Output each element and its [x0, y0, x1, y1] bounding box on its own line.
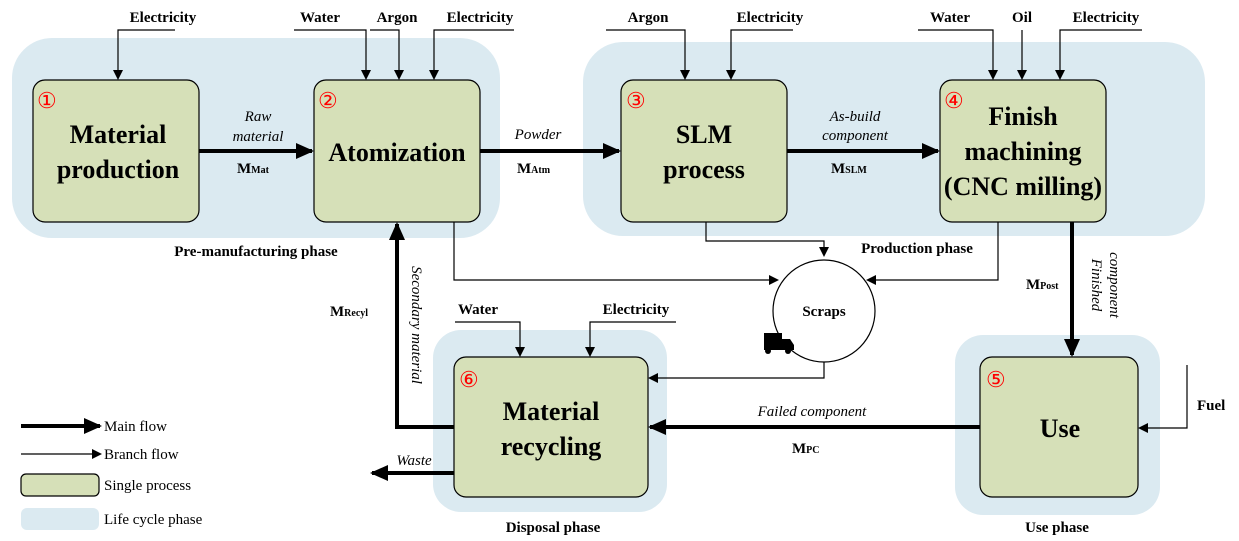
process-box-material-recycling: [453, 356, 649, 498]
phase-label-disposal: Disposal phase: [506, 520, 601, 536]
input-arrow-p4-water: [918, 29, 998, 80]
flow-mass-matm: MAtm: [517, 161, 551, 177]
legend-main-flow-label: Main flow: [104, 419, 167, 435]
input-arrow-p3-electricity: [726, 29, 793, 80]
input-label-p3-electricity: Electricity: [737, 10, 804, 26]
input-arrow-p2-water: [294, 29, 371, 80]
input-label-p6-electricity: Electricity: [603, 302, 670, 318]
flow-mass-mpc: MPC: [792, 441, 820, 457]
phase-label-production: Production phase: [861, 241, 973, 257]
phase-label-pre-manufacturing: Pre-manufacturing phase: [174, 244, 338, 260]
legend-life-cycle-phase-swatch: [21, 508, 99, 530]
legend-branch-flow-label: Branch flow: [104, 447, 179, 463]
flow-label-finished-1: Finished: [1088, 258, 1104, 312]
flow-mass-mmat: MMat: [237, 161, 270, 177]
process-number-4: ④: [944, 88, 964, 113]
scraps-node: [772, 259, 876, 363]
input-arrow-p3-argon: [606, 29, 690, 80]
input-label-p3-argon: Argon: [628, 10, 669, 26]
flow-label-raw-1: Raw: [244, 109, 272, 125]
branch-flow-scraps-recycling: [648, 357, 825, 383]
process-title-slm-l2: process: [663, 155, 745, 184]
flow-mass-mrecyl: MRecyl: [330, 304, 368, 320]
legend-life-cycle-phase-label: Life cycle phase: [104, 512, 203, 528]
process-title-slm-l1: SLM: [676, 120, 732, 149]
main-flow-secondary: [389, 222, 454, 429]
input-label-p2-electricity: Electricity: [447, 10, 514, 26]
input-label-p2-water: Water: [300, 10, 340, 26]
flow-mass-mslm: MSLM: [831, 161, 867, 177]
input-arrow-p5-fuel: [1138, 365, 1188, 433]
flow-label-powder: Powder: [514, 127, 562, 143]
process-title-material-production-l2: production: [57, 155, 180, 184]
process-title-finish-l2: machining: [964, 137, 1081, 166]
legend: Main flow Branch flow Single process Lif…: [20, 418, 203, 530]
flow-label-secondary: Secondary material: [408, 266, 424, 384]
input-arrow-p6-water: [455, 321, 525, 357]
process-number-3: ③: [626, 88, 646, 113]
process-title-material-production-l1: Material: [70, 120, 167, 149]
input-arrow-p1-electricity: [113, 29, 175, 80]
process-box-slm: [620, 79, 788, 223]
branch-flow-finish-scraps: [866, 222, 999, 285]
input-arrow-p4-electricity: [1055, 29, 1142, 80]
process-title-recycling-l1: Material: [503, 397, 600, 426]
truck-icon: [764, 333, 794, 354]
process-number-2: ②: [318, 88, 338, 113]
input-label-p6-water: Water: [458, 302, 498, 318]
scraps-label: Scraps: [802, 304, 846, 320]
legend-single-process-label: Single process: [104, 478, 191, 494]
process-number-6: ⑥: [459, 367, 479, 392]
flow-label-failed: Failed component: [757, 404, 868, 420]
input-label-p4-oil: Oil: [1012, 10, 1032, 26]
input-label-p5-fuel: Fuel: [1197, 398, 1225, 414]
process-box-material-production: [32, 79, 200, 223]
process-title-atomization: Atomization: [328, 138, 466, 167]
input-label-p2-argon: Argon: [377, 10, 418, 26]
process-title-recycling-l2: recycling: [501, 432, 602, 461]
phase-label-use: Use phase: [1025, 520, 1089, 536]
process-title-finish-l1: Finish: [988, 102, 1058, 131]
input-label-p4-electricity: Electricity: [1073, 10, 1140, 26]
input-label-p1-electricity: Electricity: [130, 10, 197, 26]
input-arrow-p2-electricity: [429, 29, 514, 80]
legend-single-process-swatch: [20, 473, 100, 497]
process-number-1: ①: [37, 88, 57, 113]
flow-label-raw-2: material: [233, 129, 284, 145]
input-label-p4-water: Water: [930, 10, 970, 26]
process-number-5: ⑤: [986, 367, 1006, 392]
process-title-use: Use: [1040, 414, 1080, 443]
flow-label-finished-2: component: [1106, 252, 1122, 319]
flow-mass-mpost: MPost: [1026, 277, 1059, 293]
flow-label-waste: Waste: [396, 453, 432, 469]
input-arrow-p2-argon: [370, 29, 404, 80]
flow-label-as-build-1: As-build: [829, 109, 881, 125]
input-arrow-p6-electricity: [585, 321, 676, 357]
branch-flow-atomization-scraps: [453, 222, 779, 285]
process-box-finish-machining: [939, 79, 1107, 223]
branch-flow-slm-scraps: [705, 222, 829, 257]
process-title-finish-l3: (CNC milling): [944, 172, 1102, 201]
flow-label-as-build-2: component: [822, 128, 889, 144]
